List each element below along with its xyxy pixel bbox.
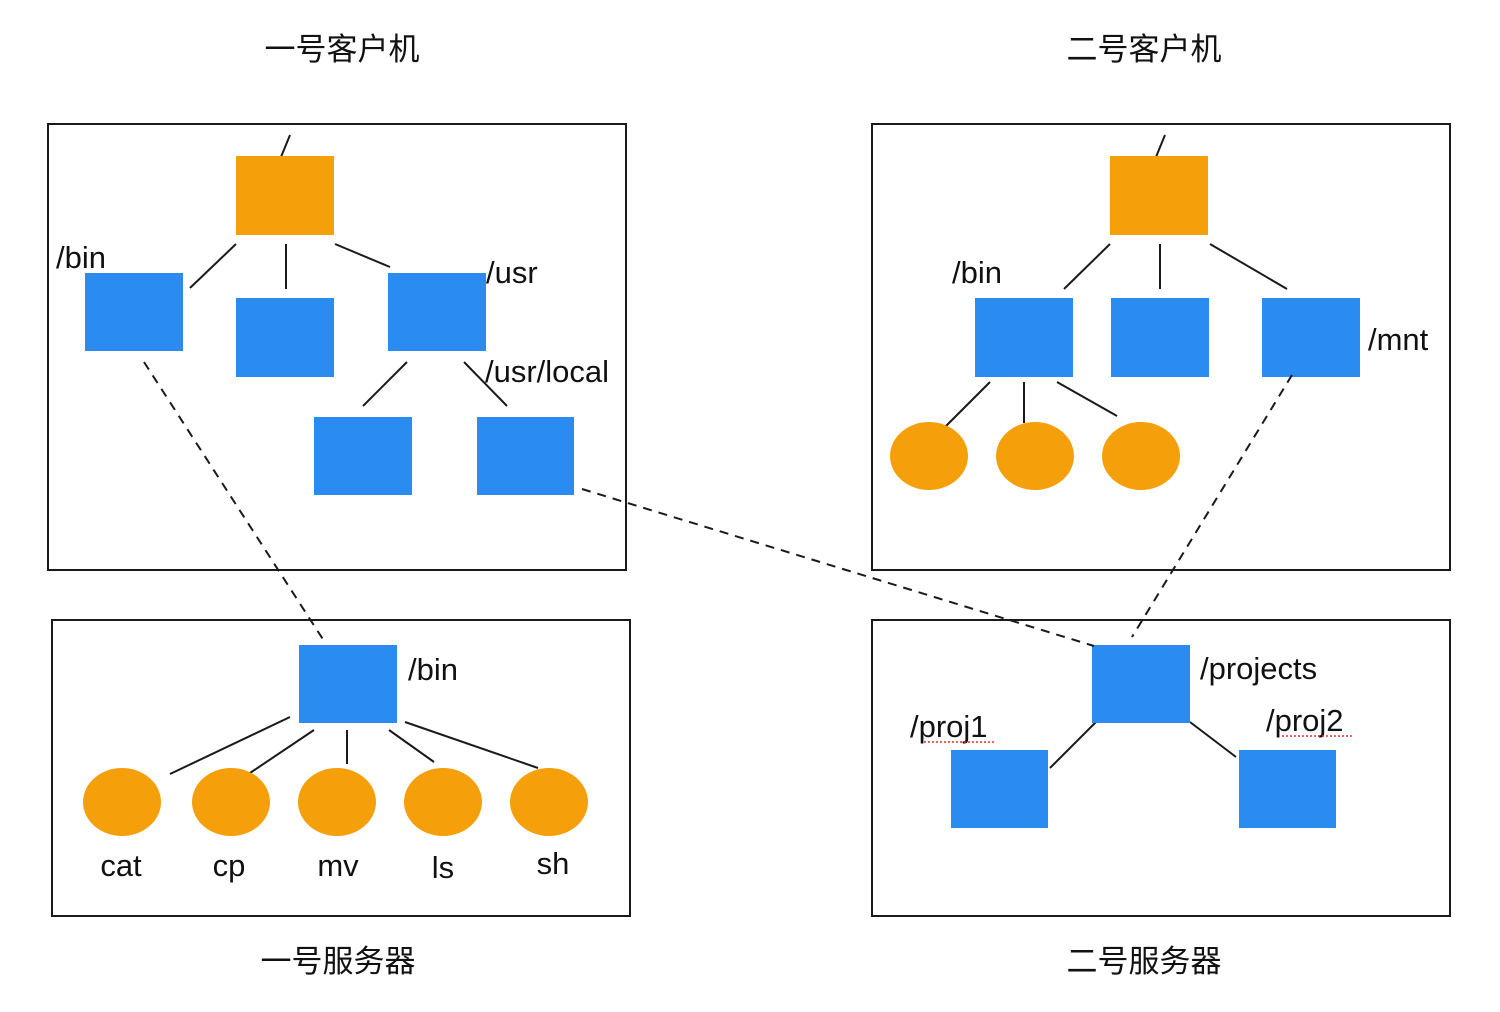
server2-proj2-label: /proj2 (1266, 703, 1344, 738)
server1-bin-label: /bin (408, 652, 458, 687)
client1-root-node (236, 156, 334, 235)
client2-file-node (996, 422, 1074, 490)
server1-file-label-cp: cp (213, 848, 246, 883)
client1-title: 一号客户机 (265, 32, 420, 68)
client1-bin-label: /bin (56, 240, 106, 275)
server1-edge-sh (404, 721, 539, 769)
client2-edge-bin-file3 (1056, 381, 1118, 417)
client1-root-tick (280, 134, 291, 158)
server1-file-sh (510, 768, 588, 836)
server1-edge-cat (169, 716, 291, 775)
client2-edge-bin-file1 (944, 381, 991, 428)
server1-file-label-ls: ls (432, 850, 454, 885)
server1-bin-node (299, 645, 397, 723)
server1-file-cp (192, 768, 270, 836)
mount-line-client2-mnt-server2-projects (1131, 374, 1293, 638)
server2-proj1-node (951, 750, 1048, 828)
server2-edge-proj2 (1189, 721, 1237, 758)
client1-edge-root-usr (334, 243, 391, 268)
client1-bin-node (85, 273, 183, 351)
mount-line-client1-usr-local-server2-projects (581, 488, 1095, 647)
server2-edge-proj1 (1049, 721, 1097, 769)
client2-mnt-label: /mnt (1368, 322, 1429, 357)
client1-edge-root-bin (189, 243, 237, 289)
client2-root-tick (1155, 134, 1166, 158)
client1-tree: /bin /usr /usr/local (56, 134, 609, 495)
client2-edge-root-bin (1063, 243, 1111, 290)
client2-file-node (890, 422, 968, 490)
server1-edge-ls (388, 729, 435, 763)
server1-tree: /bin cat cp mv ls sh (83, 645, 588, 885)
server2-panel (871, 619, 1451, 917)
server1-file-cat (83, 768, 161, 836)
server2-tree: /projects /proj1 /proj2 (910, 645, 1354, 828)
client2-dir-node (1111, 298, 1209, 377)
client2-bin-label: /bin (952, 255, 1002, 290)
server2-title: 二号服务器 (1067, 944, 1222, 980)
server1-file-label-mv: mv (317, 848, 359, 883)
server2-projects-node (1092, 645, 1190, 723)
client1-usr-local-node (477, 417, 574, 495)
client1-edge-usr-local (463, 361, 508, 407)
client2-tree: /bin /mnt (890, 134, 1429, 490)
client2-panel (871, 123, 1451, 571)
server1-file-label-sh: sh (537, 846, 570, 881)
mount-line-client1-bin-server1-bin (143, 361, 327, 645)
server2-projects-label: /projects (1200, 651, 1317, 686)
client1-dir-node (236, 298, 334, 377)
client1-usr-label: /usr (486, 255, 538, 290)
server1-file-ls (404, 768, 482, 836)
client1-edge-usr-left (362, 361, 408, 407)
server1-file-mv (298, 768, 376, 836)
client1-usr-node (388, 273, 486, 351)
client2-root-node (1110, 156, 1208, 235)
client2-title: 二号客户机 (1067, 32, 1222, 68)
server1-file-label-cat: cat (100, 848, 142, 883)
server1-panel (51, 619, 631, 917)
client2-mnt-node (1262, 298, 1360, 377)
server2-proj2-node (1239, 750, 1336, 828)
client1-usr-child-node (314, 417, 412, 495)
client2-edge-root-mnt (1209, 243, 1288, 290)
server1-title: 一号服务器 (261, 944, 416, 980)
client1-panel (47, 123, 627, 571)
client2-file-node (1102, 422, 1180, 490)
client2-bin-node (975, 298, 1073, 377)
server2-proj1-label: /proj1 (910, 709, 988, 744)
server1-edge-cp (249, 729, 315, 774)
client1-usr-local-label: /usr/local (485, 354, 609, 389)
